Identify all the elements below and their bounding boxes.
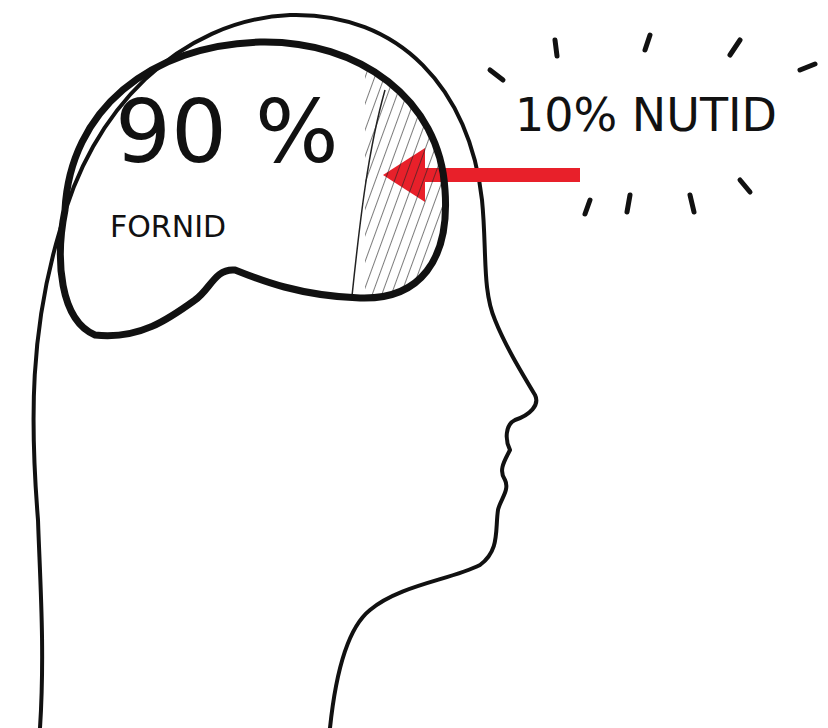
brain-outline-svg <box>60 30 460 340</box>
percentage-text: 90 % <box>115 88 339 176</box>
sparkle-dash <box>690 195 694 212</box>
sparkle-dash <box>585 200 590 214</box>
callout-label: 10% NUTID <box>515 92 777 138</box>
region-label: FORNID <box>110 212 226 242</box>
brain-region: 90 % FORNID <box>60 30 460 340</box>
sparkle-dash <box>730 40 740 55</box>
sparkle-dash <box>645 35 650 50</box>
brain-outline <box>60 42 445 336</box>
sparkle-dash <box>555 40 557 56</box>
sparkle-dash <box>800 64 815 70</box>
sparkle-marks <box>490 35 815 214</box>
sparkle-dash <box>490 70 503 80</box>
hatch-boundary <box>352 90 385 296</box>
head-outline <box>33 15 536 728</box>
sparkle-dash <box>627 195 630 212</box>
sparkle-dash <box>740 180 750 192</box>
